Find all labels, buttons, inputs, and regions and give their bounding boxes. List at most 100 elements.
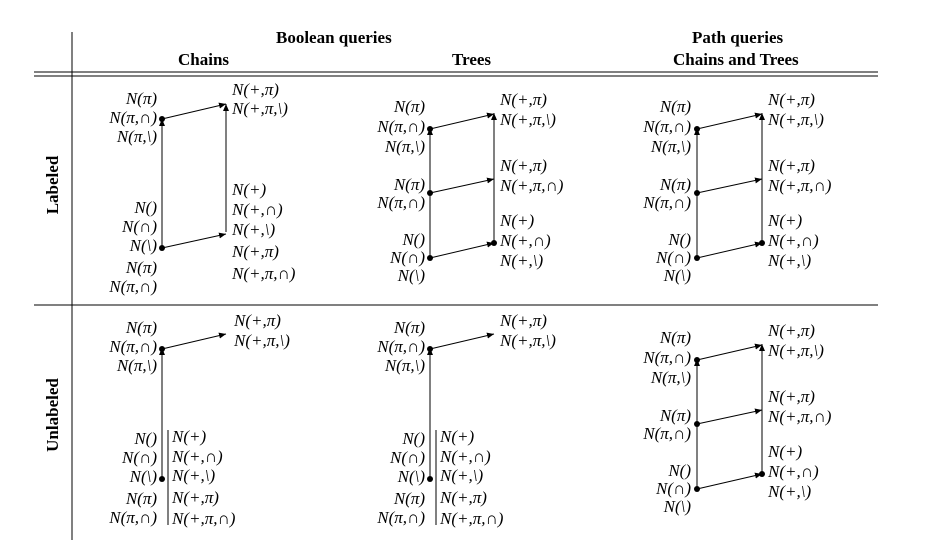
lp-r6: N(+,∩) [768,231,819,250]
lc-bot-left-2: N(∩) [122,217,157,236]
lc-bot-right-1: N(+) [232,180,267,199]
lc-bot-right-2: N(+,∩) [232,200,283,219]
up-l8: N(\) [663,497,691,516]
lp-l5: N(π,∩) [643,193,691,212]
ut-bot-right-2: N(+,∩) [440,447,491,466]
ut-top-left-1: N(π) [393,318,425,337]
up-r2: N(+,π,\) [768,341,824,360]
lt-r4: N(+,π,∩) [500,176,564,195]
lt-r2: N(+,π,\) [500,110,556,129]
lt-l5: N(π,∩) [377,193,425,212]
unlabeled-trees-edges [427,332,495,525]
ut-top-right-2: N(+,π,\) [500,331,556,350]
up-l6: N() [668,461,691,480]
lp-r7: N(+,\) [768,251,812,270]
uc-bot-left-3: N(\) [129,467,157,486]
lc-bot-right-5: N(+,π,∩) [232,264,296,283]
lt-r5: N(+) [500,211,535,230]
lc-top-right-2: N(+,π,\) [232,99,288,118]
lt-l2: N(π,∩) [377,117,425,136]
lp-l1: N(π) [659,97,691,116]
ut-bot-right-1: N(+) [440,427,475,446]
uc-bot-right-1: N(+) [172,427,207,446]
ut-bot-right-5: N(+,π,∩) [440,509,504,528]
uc-bot-left-4: N(π) [125,489,157,508]
lp-r1: N(+,π) [768,90,815,109]
lc-bot-left-1: N() [134,198,157,217]
labeled-trees-edges [427,112,497,261]
lt-r6: N(+,∩) [500,231,551,250]
uc-top-left-1: N(π) [125,318,157,337]
ut-bot-left-2: N(∩) [390,448,425,467]
uc-top-left-2: N(π,∩) [109,337,157,356]
ut-top-left-2: N(π,∩) [377,337,425,356]
up-l2: N(π,∩) [643,348,691,367]
ut-bot-right-4: N(+,π) [440,488,487,507]
up-r5: N(+) [768,442,803,461]
lt-l4: N(π) [393,175,425,194]
labeled-chains-edges [159,102,229,251]
up-l3: N(π,\) [650,368,691,387]
uc-bot-left-2: N(∩) [122,448,157,467]
up-l7: N(∩) [656,479,691,498]
lt-l3: N(π,\) [384,137,425,156]
lp-l4: N(π) [659,175,691,194]
lt-l7: N(∩) [390,248,425,267]
ut-bot-left-3: N(\) [397,467,425,486]
up-r7: N(+,\) [768,482,812,501]
lt-r3: N(+,π) [500,156,547,175]
ut-top-left-3: N(π,\) [384,356,425,375]
lc-bot-left-4: N(π) [125,258,157,277]
lp-r5: N(+) [768,211,803,230]
uc-bot-left-5: N(π,∩) [109,508,157,527]
up-r3: N(+,π) [768,387,815,406]
ut-top-right-1: N(+,π) [500,311,547,330]
header-path-queries: Path queries [692,28,784,47]
lt-r1: N(+,π) [500,90,547,109]
lp-r3: N(+,π) [768,156,815,175]
uc-top-left-3: N(π,\) [116,356,157,375]
up-r6: N(+,∩) [768,462,819,481]
lc-bot-left-3: N(\) [129,236,157,255]
uc-bot-right-5: N(+,π,∩) [172,509,236,528]
lp-l7: N(∩) [656,248,691,267]
header-boolean-queries: Boolean queries [276,28,392,47]
up-l5: N(π,∩) [643,424,691,443]
lt-r7: N(+,\) [500,251,544,270]
unlabeled-chains-edges [159,332,227,525]
lp-r4: N(+,π,∩) [768,176,832,195]
ut-bot-left-4: N(π) [393,489,425,508]
lc-bot-right-4: N(+,π) [232,242,279,261]
labeled-path-edges [694,112,765,261]
ut-bot-left-1: N() [402,429,425,448]
ut-bot-right-3: N(+,\) [440,466,484,485]
header-chains-and-trees: Chains and Trees [673,50,799,69]
lt-l8: N(\) [397,266,425,285]
lp-r2: N(+,π,\) [768,110,824,129]
lc-bot-right-3: N(+,\) [232,220,276,239]
lt-l1: N(π) [393,97,425,116]
lp-l3: N(π,\) [650,137,691,156]
lc-bot-left-5: N(π,∩) [109,277,157,296]
uc-bot-right-3: N(+,\) [172,466,216,485]
lt-l6: N() [402,230,425,249]
lc-top-right-1: N(+,π) [232,80,279,99]
header-chains: Chains [178,50,230,69]
lc-top-left-2: N(π,∩) [109,108,157,127]
lc-top-left-1: N(π) [125,89,157,108]
lp-l8: N(\) [663,266,691,285]
uc-bot-right-4: N(+,π) [172,488,219,507]
uc-bot-right-2: N(+,∩) [172,447,223,466]
uc-top-right-2: N(+,π,\) [234,331,290,350]
lp-l2: N(π,∩) [643,117,691,136]
unlabeled-path-edges [694,343,765,492]
ut-bot-left-5: N(π,∩) [377,508,425,527]
uc-top-right-1: N(+,π) [234,311,281,330]
up-r1: N(+,π) [768,321,815,340]
up-l4: N(π) [659,406,691,425]
up-l1: N(π) [659,328,691,347]
lp-l6: N() [668,230,691,249]
uc-bot-left-1: N() [134,429,157,448]
